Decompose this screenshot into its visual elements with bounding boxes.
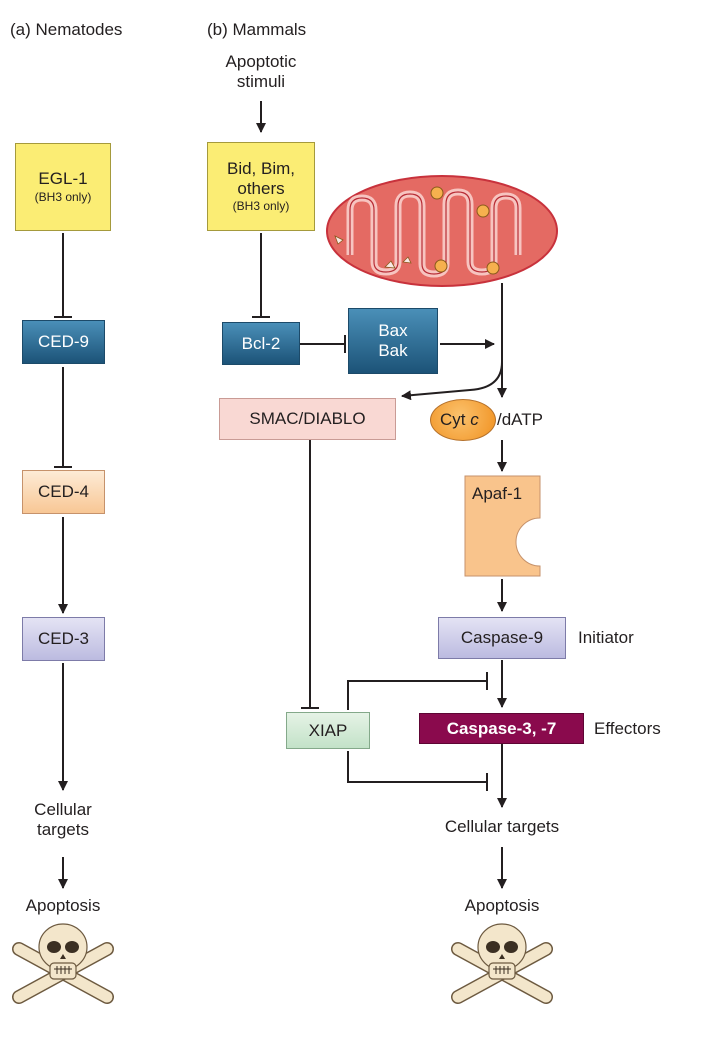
egl1-label: EGL-1 [38, 169, 88, 189]
ced9-node: CED-9 [22, 320, 105, 364]
apoptotic-stimuli: Apoptotic stimuli [225, 52, 297, 91]
bcl2-node: Bcl-2 [222, 322, 300, 365]
smac-diablo-node: SMAC/DIABLO [219, 398, 396, 440]
bh3-only-node: Bid, Bim, others (BH3 only) [207, 142, 315, 231]
effectors-label: Effectors [594, 719, 661, 738]
cyt-c-label: Cyt c [440, 410, 479, 429]
apoptosis-a: Apoptosis [25, 896, 101, 915]
panel-b-title: (b) Mammals [207, 20, 307, 39]
caspase9-node: Caspase-9 [438, 617, 566, 659]
apaf1-node [464, 475, 541, 577]
bax-bak-node: Bax Bak [348, 308, 438, 374]
panel-a-title: (a) Nematodes [10, 20, 123, 39]
xiap-to-caspase9-inhibition [347, 680, 487, 710]
cyt-c-node [430, 399, 496, 441]
cellular-targets-b: Cellular targets [444, 817, 560, 836]
xiap-node: XIAP [286, 712, 370, 749]
apoptosis-b: Apoptosis [464, 896, 540, 915]
xiap-to-caspase37-inhibition [347, 751, 487, 783]
caspase37-node: Caspase-3, -7 [419, 713, 584, 744]
skull-crossbones-icon [451, 923, 553, 1004]
initiator-label: Initiator [578, 628, 634, 647]
datp-label: /dATP [497, 410, 543, 429]
apaf1-label: Apaf-1 [472, 484, 523, 503]
egl1-sub: (BH3 only) [34, 189, 92, 204]
cellular-targets-a: Cellular targets [34, 800, 92, 839]
egl1-node: EGL-1 (BH3 only) [15, 143, 111, 231]
skull-crossbones-icon [12, 923, 114, 1004]
ced3-node: CED-3 [22, 617, 105, 661]
mitochondrion-icon [326, 175, 558, 287]
mito-to-smac-arrow [401, 361, 503, 401]
ced4-node: CED-4 [22, 470, 105, 514]
